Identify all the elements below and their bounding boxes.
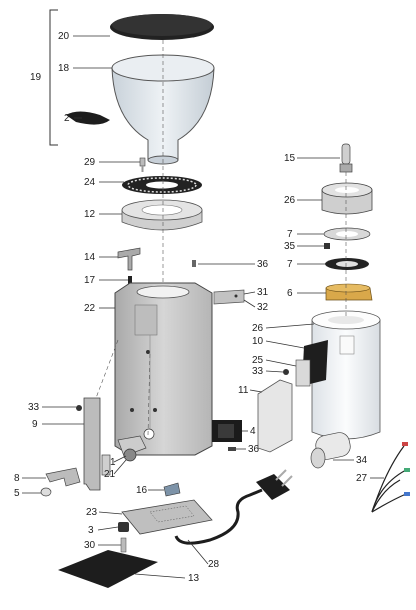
- callout-labels: 19 20 18 2 29 24 12 14 17 22 33 9 8 5 21…: [14, 31, 368, 584]
- callout-4: 4: [250, 426, 256, 437]
- callout-13: 13: [188, 573, 200, 584]
- part-clip-16: [163, 482, 181, 497]
- callout-31: 31: [257, 287, 269, 298]
- part-carrier-6: [325, 283, 373, 301]
- callout-15: 15: [284, 153, 296, 164]
- part-foot-3: [118, 522, 129, 532]
- part-body: [114, 282, 213, 456]
- callout-26: 26: [284, 195, 296, 206]
- part-wire-harness: [371, 442, 410, 513]
- callout-8: 8: [14, 473, 20, 484]
- part-cover-11: [257, 379, 293, 453]
- part-bracket-8: [45, 467, 81, 487]
- callout-7: 7: [287, 229, 293, 240]
- part-collar-26: [321, 182, 373, 215]
- callout-20: 20: [58, 31, 70, 42]
- callout-18: 18: [58, 63, 70, 74]
- callout-28: 28: [208, 559, 220, 570]
- part-shutter: [66, 111, 110, 125]
- callout-36-lower: 36: [248, 444, 260, 455]
- callout-19: 19: [30, 72, 42, 83]
- part-burr-7b: [325, 258, 369, 270]
- part-power-cable: [174, 469, 293, 545]
- part-ring-24: [122, 176, 202, 194]
- callout-33-right: 33: [252, 366, 264, 377]
- callout-29: 29: [84, 157, 96, 168]
- callout-9: 9: [32, 419, 38, 430]
- part-switch: [117, 428, 155, 462]
- callout-36: 36: [257, 259, 269, 270]
- part-screw-17: [128, 276, 132, 286]
- callout-30: 30: [84, 540, 96, 551]
- callout-26-housing: 26: [252, 323, 264, 334]
- part-terminal-25: [295, 359, 311, 387]
- callout-21: 21: [104, 469, 116, 480]
- callout-10: 10: [252, 336, 264, 347]
- callout-1: 1: [110, 457, 116, 468]
- callout-17: 17: [84, 275, 96, 286]
- part-screw-33b: [283, 369, 289, 375]
- callout-25: 25: [252, 355, 264, 366]
- callout-7-lower: 7: [287, 259, 293, 270]
- callout-16: 16: [136, 485, 148, 496]
- center-lines: [95, 40, 347, 436]
- part-screw-30: [120, 537, 127, 553]
- callout-24: 24: [84, 177, 96, 188]
- callout-2: 2: [64, 113, 70, 124]
- part-screw-29: [139, 157, 146, 172]
- part-ring-12: [121, 199, 203, 231]
- leader-lines: [22, 35, 384, 579]
- part-bracket-9: [83, 397, 101, 491]
- part-screw-36b: [228, 447, 236, 451]
- callout-22: 22: [84, 303, 96, 314]
- callout-34: 34: [356, 455, 368, 466]
- callout-3: 3: [88, 525, 94, 536]
- group-bracket: [49, 9, 58, 146]
- part-screw-35: [324, 243, 330, 249]
- part-lid: [110, 14, 214, 40]
- part-power-switch: [212, 420, 242, 442]
- callout-11: 11: [238, 385, 249, 396]
- part-capacitor-34: [310, 432, 351, 469]
- part-screw-36a: [192, 260, 196, 267]
- callout-5: 5: [14, 488, 20, 499]
- callout-33: 33: [28, 402, 40, 413]
- callout-14: 14: [84, 252, 96, 263]
- part-bracket-31: [213, 289, 245, 305]
- callout-35: 35: [284, 241, 296, 252]
- part-tray-13: [58, 550, 158, 588]
- part-bracket-14: [117, 247, 141, 271]
- part-shaft-15: [339, 143, 353, 173]
- callout-6: 6: [287, 288, 293, 299]
- part-screw-33a: [76, 405, 82, 411]
- part-nut-5: [40, 487, 52, 497]
- part-burr-7a: [323, 227, 371, 241]
- callout-32: 32: [257, 302, 269, 313]
- callout-23: 23: [86, 507, 98, 518]
- callout-12: 12: [84, 209, 96, 220]
- part-base-plate: [121, 499, 213, 535]
- part-motor-housing: [311, 310, 381, 440]
- callout-27: 27: [356, 473, 368, 484]
